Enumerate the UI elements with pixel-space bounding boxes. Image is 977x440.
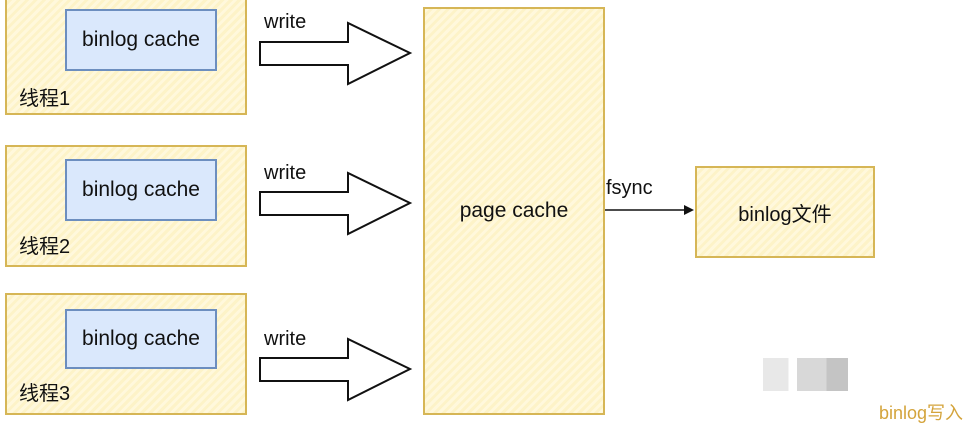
fsync-arrowhead: [684, 205, 694, 215]
caption: binlog写入: [879, 403, 964, 423]
thread-1-label: 线程1: [19, 88, 71, 110]
thread-2-box: binlog cache 线程2: [5, 145, 247, 267]
write-label-2: write: [264, 162, 307, 184]
binlog-file-box: binlog文件: [695, 166, 875, 258]
binlog-cache-1: binlog cache: [65, 9, 217, 71]
thread-3-label: 线程3: [19, 383, 71, 405]
write-arrow-3: [259, 337, 413, 402]
binlog-cache-2: binlog cache: [65, 159, 217, 221]
binlog-cache-3: binlog cache: [65, 309, 217, 369]
page-cache-label: page cache: [459, 199, 569, 222]
write-arrow-2: [259, 171, 413, 236]
thread-3-box: binlog cache 线程3: [5, 293, 247, 415]
binlog-file-label: binlog文件: [738, 203, 832, 226]
blurred-watermark: [763, 358, 848, 391]
write-label-1: write: [264, 11, 307, 33]
thread-2-label: 线程2: [19, 236, 71, 258]
page-cache-box: page cache: [423, 7, 605, 415]
write-label-3: write: [264, 328, 307, 350]
thread-1-box: binlog cache 线程1: [5, 0, 247, 115]
write-arrow-1: [259, 21, 413, 86]
fsync-label: fsync: [606, 177, 653, 199]
